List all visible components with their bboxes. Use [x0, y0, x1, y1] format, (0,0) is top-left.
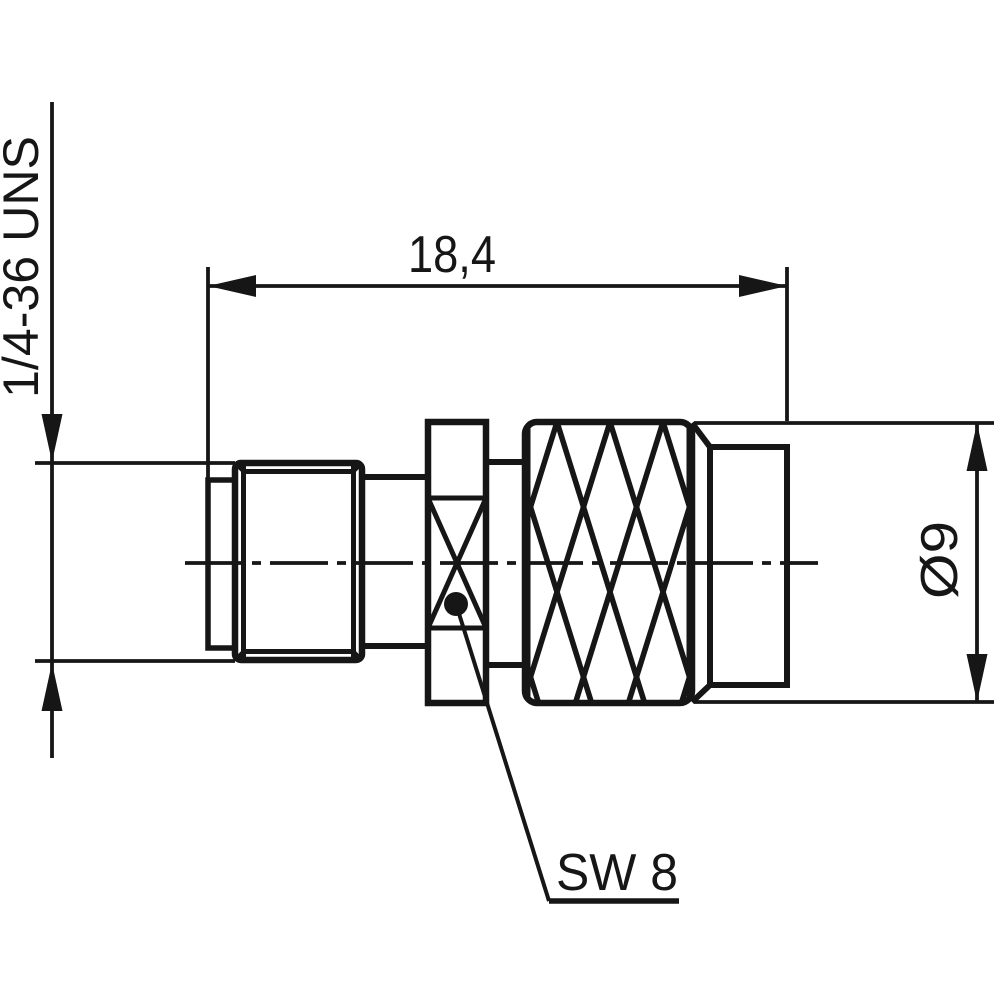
thread-dimension-label: 1/4-36 UNS: [0, 136, 49, 398]
rear-body: [689, 421, 790, 705]
dimension-diameter: Ø9: [694, 421, 994, 704]
arrowhead-down: [966, 654, 988, 702]
leader-line: [454, 603, 551, 902]
width-dimension-label: 18,4: [408, 226, 496, 284]
collar-cylinder: [486, 459, 525, 668]
mid-cylinder: [362, 474, 428, 649]
dimension-width: 18,4: [206, 226, 789, 478]
flat-cross-line: [425, 496, 489, 630]
diameter-dimension-label: Ø9: [911, 521, 969, 599]
arrowhead-up: [41, 663, 63, 711]
arrowhead-left: [208, 275, 256, 297]
threaded-body: [231, 459, 366, 664]
arrowhead-up: [966, 423, 988, 471]
dimension-thread: 1/4-36 UNS: [0, 102, 235, 758]
arrowhead-down: [41, 414, 63, 462]
arrowhead-right: [739, 275, 787, 297]
wrench-size-label: SW 8: [556, 844, 678, 902]
wrench-size-callout: SW 8: [444, 592, 679, 904]
wrench-flat-section: [424, 418, 490, 707]
knurled-sleeve: [521, 418, 696, 707]
connector-body: [185, 418, 818, 707]
